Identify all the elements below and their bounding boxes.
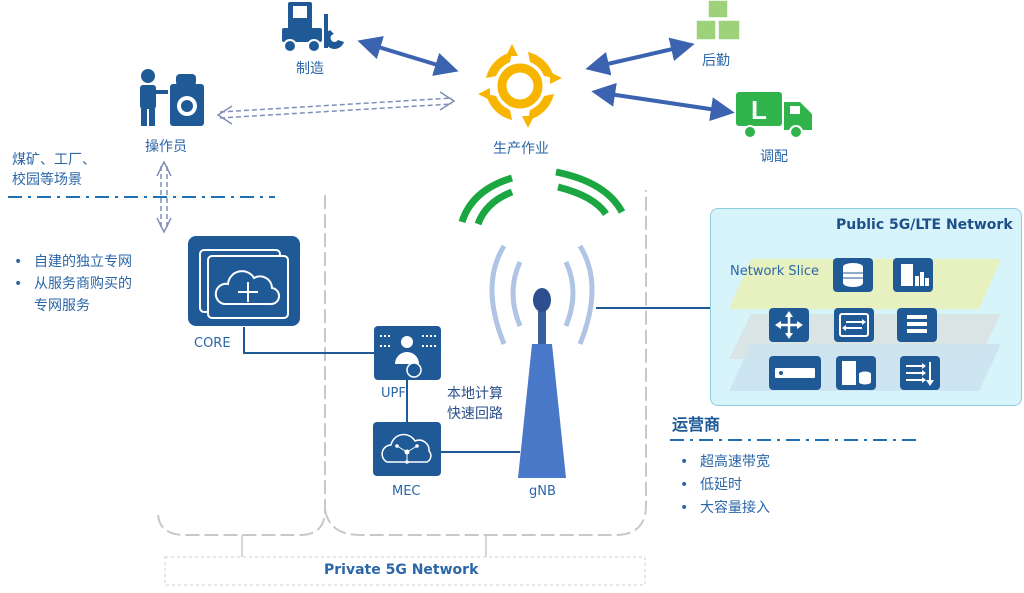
arrow-production-dispatch xyxy=(591,82,735,122)
list-server-icon xyxy=(897,308,937,342)
private-network-box xyxy=(164,556,646,586)
user-server-icon xyxy=(374,326,441,380)
label-mec: MEC xyxy=(392,484,421,499)
server-storage-icon xyxy=(836,356,876,390)
label-core: CORE xyxy=(194,336,231,351)
label-local-compute: 本地计算 快速回路 xyxy=(447,386,503,422)
private-enclosure-main xyxy=(324,190,647,536)
label-logistics: 后勤 xyxy=(702,53,730,69)
arrow-operator-core-dashed xyxy=(156,160,172,234)
label-gnb: gNB xyxy=(529,484,556,499)
list-item: 超高速带宽 xyxy=(678,451,770,474)
gear-cycle-icon xyxy=(478,44,562,128)
label-manufacturing: 制造 xyxy=(296,61,324,77)
arrow-operator-production-dashed xyxy=(216,91,456,125)
link-core-upf xyxy=(243,327,375,354)
stacked-boxes-icon xyxy=(695,0,741,41)
label-operator: 操作员 xyxy=(145,139,187,155)
carrier-bullets: 超高速带宽 低延时 大容量接入 xyxy=(678,451,770,520)
list-item: 从服务商购买的 专网服务 xyxy=(12,273,132,317)
arrow-manufacturing-production xyxy=(357,36,459,76)
label-private-network: Private 5G Network xyxy=(324,562,479,578)
label-operator-carrier: 运营商 xyxy=(672,415,721,434)
server-chart-icon xyxy=(893,258,933,292)
list-item: 自建的独立专网 xyxy=(12,251,132,273)
rack-unit-icon xyxy=(769,356,821,390)
label-scenarios: 煤矿、工厂、 校园等场景 xyxy=(12,152,96,188)
network-slice-label: Network Slice xyxy=(730,264,820,279)
svg-text:L: L xyxy=(751,95,767,125)
arrow-production-logistics xyxy=(585,37,695,76)
router-icon xyxy=(769,308,809,342)
list-item: 大容量接入 xyxy=(678,497,770,520)
list-item: 低延时 xyxy=(678,474,770,497)
label-upf: UPF xyxy=(381,386,406,401)
worker-icon xyxy=(140,69,204,126)
truck-icon: L xyxy=(736,92,812,139)
cloud-nodes-icon xyxy=(373,422,441,476)
private-network-bullets: 自建的独立专网 从服务商购买的 专网服务 xyxy=(12,251,132,317)
private-enclosure-left xyxy=(157,190,326,536)
switch-icon xyxy=(834,308,874,342)
public-network-title: Public 5G/LTE Network xyxy=(836,217,1013,233)
forklift-icon xyxy=(282,2,344,53)
label-production: 生产作业 xyxy=(493,141,549,157)
signal-arcs-icon xyxy=(458,168,626,226)
label-dispatch: 调配 xyxy=(760,149,788,165)
database-icon xyxy=(833,258,873,292)
cloud-router-icon xyxy=(188,236,300,326)
load-balancer-icon xyxy=(900,356,940,390)
antenna-tower-icon xyxy=(489,244,595,478)
